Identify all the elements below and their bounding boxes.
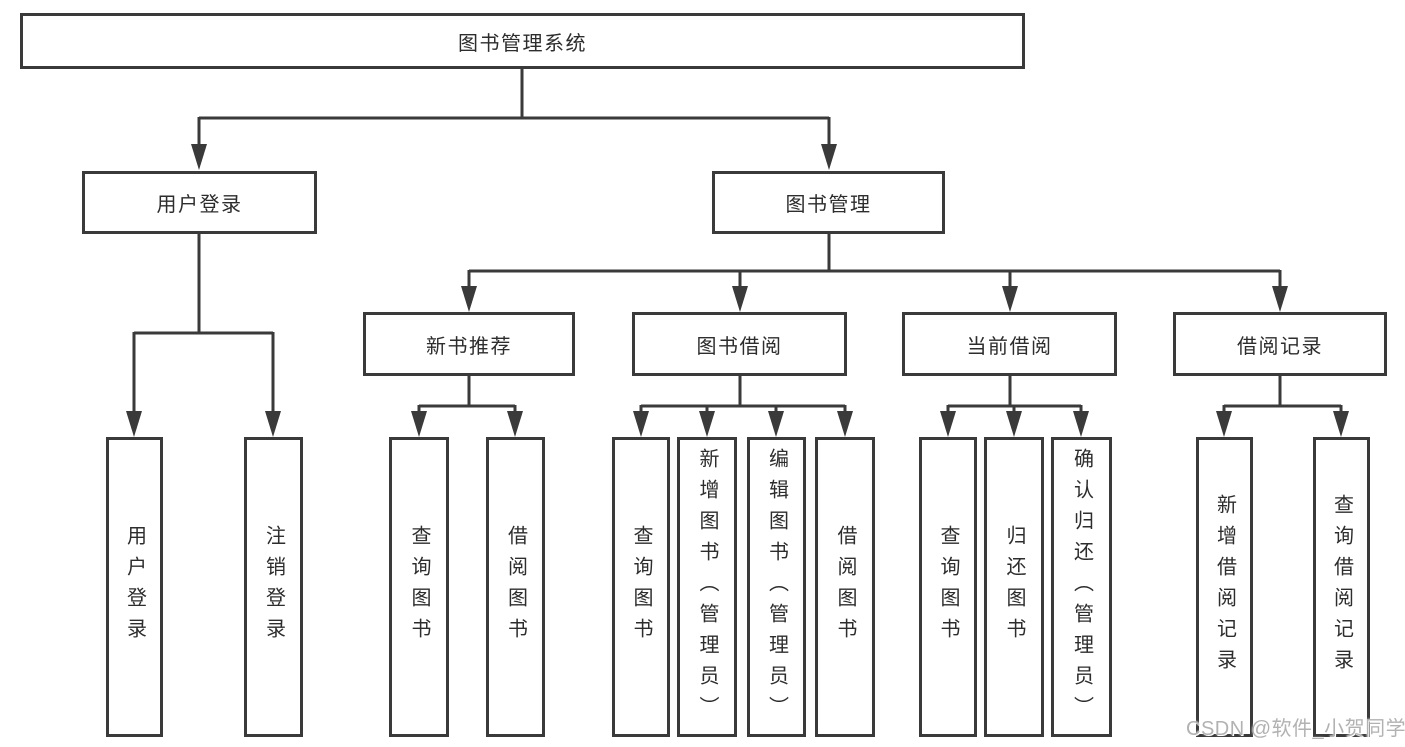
leaf-user-login-label: 用户登录 [123, 525, 146, 649]
node-book-management-label: 图书管理 [785, 194, 872, 216]
node-current-borrowing: 当前借阅 [902, 312, 1117, 376]
leaf-logout-login-label: 注销登录 [262, 525, 285, 649]
node-new-book-recommendation: 新书推荐 [363, 312, 575, 376]
leaf-newrec-query-books: 查询图书 [389, 437, 449, 737]
node-current-borrowing-label: 当前借阅 [966, 335, 1053, 358]
leaf-user-login: 用户登录 [106, 437, 163, 737]
leaf-current-query-books-label: 查询图书 [937, 525, 959, 649]
leaf-borrowing-borrow-books: 借阅图书 [815, 437, 875, 737]
leaf-add-borrow-record-label: 新增借阅记录 [1213, 494, 1236, 680]
leaf-newrec-query-books-label: 查询图书 [408, 525, 430, 649]
leaf-current-query-books: 查询图书 [919, 437, 977, 737]
leaf-confirm-return-admin: 确认归还（管理员） [1051, 437, 1112, 737]
node-library-management-system: 图书管理系统 [20, 13, 1025, 69]
leaf-return-books: 归还图书 [984, 437, 1044, 737]
node-user-login-label: 用户登录 [156, 194, 243, 216]
node-book-borrowing: 图书借阅 [632, 312, 847, 376]
leaf-edit-books-admin-label: 编辑图书（管理员） [765, 447, 788, 727]
leaf-add-borrow-record: 新增借阅记录 [1196, 437, 1253, 737]
leaf-borrowing-query-books-label: 查询图书 [630, 525, 652, 649]
watermark-csdn: CSDN @软件_小贺同学 [1186, 718, 1405, 740]
leaf-add-books-admin: 新增图书（管理员） [677, 437, 737, 737]
leaf-newrec-borrow-books: 借阅图书 [486, 437, 545, 737]
node-book-borrowing-label: 图书借阅 [696, 335, 783, 358]
leaf-query-borrow-record: 查询借阅记录 [1313, 437, 1370, 737]
leaf-query-borrow-record-label: 查询借阅记录 [1330, 494, 1353, 680]
node-book-management: 图书管理 [712, 171, 945, 234]
node-library-management-system-label: 图书管理系统 [458, 32, 587, 55]
leaf-borrowing-query-books: 查询图书 [612, 437, 670, 737]
leaf-edit-books-admin: 编辑图书（管理员） [747, 437, 806, 737]
leaf-borrowing-borrow-books-label: 借阅图书 [834, 525, 856, 649]
leaf-confirm-return-admin-label: 确认归还（管理员） [1070, 447, 1093, 727]
node-new-book-recommendation-label: 新书推荐 [426, 335, 512, 358]
node-user-login: 用户登录 [82, 171, 317, 234]
leaf-add-books-admin-label: 新增图书（管理员） [696, 447, 718, 727]
leaf-logout-login: 注销登录 [244, 437, 303, 737]
leaf-return-books-label: 归还图书 [1003, 525, 1025, 649]
leaf-newrec-borrow-books-label: 借阅图书 [504, 525, 527, 649]
node-borrowing-records-label: 借阅记录 [1237, 335, 1323, 358]
node-borrowing-records: 借阅记录 [1173, 312, 1387, 376]
